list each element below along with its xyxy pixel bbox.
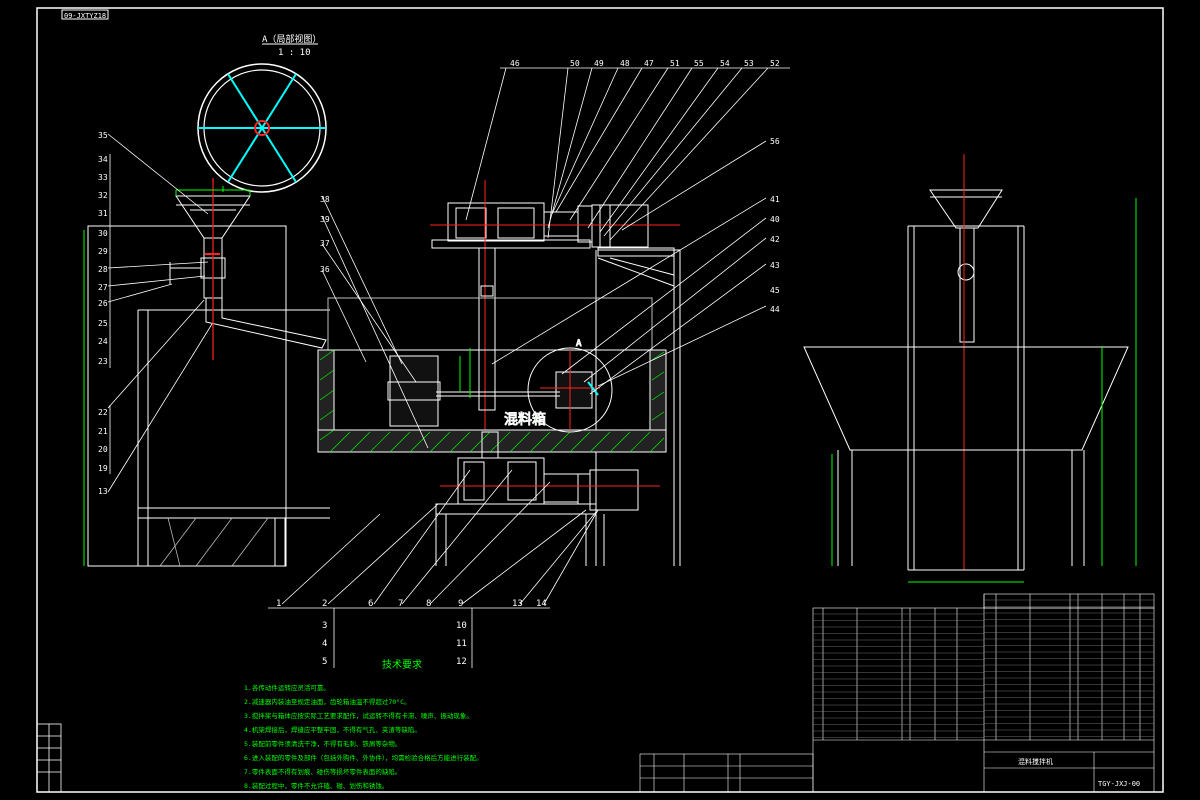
balloon-10: 10 bbox=[456, 621, 467, 631]
corner-code-box bbox=[61, 9, 109, 20]
leader-lines bbox=[107, 67, 769, 605]
top-drive-assembly bbox=[430, 180, 681, 566]
tech-note-2: 2.减速器内装油至规定油面，齿轮箱油温不得超过70°C。 bbox=[244, 697, 410, 706]
machine-name: 混料搅拌机 bbox=[1018, 757, 1053, 766]
balloon-7: 7 bbox=[398, 599, 403, 609]
balloon-2: 2 bbox=[322, 599, 327, 609]
balloons-left: 35 34 33 32 31 30 29 28 27 26 25 24 23 2… bbox=[98, 131, 111, 496]
balloon-13b: 13 bbox=[512, 599, 523, 609]
balloon-30: 30 bbox=[98, 229, 108, 238]
balloon-5: 5 bbox=[322, 657, 327, 667]
tech-note-4: 4.机架焊接后，焊缝应平整牢固，不得有气孔、夹渣等缺陷。 bbox=[244, 725, 421, 734]
balloon-52: 52 bbox=[770, 59, 780, 68]
detail-view-a: A（局部视图） 1 : 10 bbox=[197, 33, 327, 193]
balloon-54: 54 bbox=[720, 59, 730, 68]
tech-note-5: 5.装配前零件须清洗干净，不得有毛刺、铁屑等杂物。 bbox=[244, 739, 401, 748]
tech-note-3: 3.搅拌桨与箱体应按实际工艺要求配作，试运转不得有卡滞、噪声、振动现象。 bbox=[244, 711, 473, 720]
balloon-42: 42 bbox=[770, 235, 780, 244]
balloons-center: 38 39 37 36 bbox=[320, 195, 330, 274]
balloons-top: 46 50 49 48 47 51 55 54 53 52 bbox=[500, 59, 790, 69]
tech-note-7: 7.零件表面不得有划痕、碰伤等损坏零件表面的缺陷。 bbox=[244, 767, 401, 776]
balloon-26: 26 bbox=[98, 299, 108, 308]
parts-list-rows bbox=[813, 599, 1154, 738]
balloon-8: 8 bbox=[426, 599, 431, 609]
balloon-31: 31 bbox=[98, 209, 108, 218]
balloon-21: 21 bbox=[98, 427, 108, 436]
balloon-44: 44 bbox=[770, 305, 780, 314]
balloon-20: 20 bbox=[98, 445, 108, 454]
balloon-56: 56 bbox=[770, 137, 780, 146]
balloon-50: 50 bbox=[570, 59, 580, 68]
balloon-13: 13 bbox=[98, 487, 108, 496]
tech-note-1: 1.各传动件运转应灵活可靠。 bbox=[244, 683, 330, 692]
revision-block bbox=[36, 723, 62, 793]
balloon-14: 14 bbox=[536, 599, 547, 609]
balloon-37: 37 bbox=[320, 239, 330, 248]
tech-requirements: 技术要求 1.各传动件运转应灵活可靠。 2.减速器内装油至规定油面，齿轮箱油温不… bbox=[244, 658, 483, 790]
balloon-25: 25 bbox=[98, 319, 108, 328]
bottom-drive-assembly bbox=[435, 431, 660, 566]
balloon-19: 19 bbox=[98, 464, 108, 473]
balloon-48: 48 bbox=[620, 59, 630, 68]
balloon-23: 23 bbox=[98, 357, 108, 366]
balloon-35: 35 bbox=[98, 131, 108, 140]
balloon-33: 33 bbox=[98, 173, 108, 182]
balloon-41: 41 bbox=[770, 195, 780, 204]
balloons-right: 56 41 40 42 43 45 44 bbox=[770, 137, 780, 314]
balloon-11: 11 bbox=[456, 639, 467, 649]
balloon-32: 32 bbox=[98, 191, 108, 200]
tech-title: 技术要求 bbox=[382, 658, 422, 671]
detail-title: A（局部视图） bbox=[262, 33, 321, 45]
tech-note-8: 8.装配过程中，零件不允许磕、碰、划伤和锈蚀。 bbox=[244, 781, 388, 790]
balloons-bottom: 1 2 6 7 8 9 13 14 3 4 5 10 11 12 bbox=[268, 599, 550, 668]
balloon-34: 34 bbox=[98, 155, 108, 164]
balloon-53: 53 bbox=[744, 59, 754, 68]
balloon-43: 43 bbox=[770, 261, 780, 270]
balloon-27: 27 bbox=[98, 283, 108, 292]
outer-border bbox=[36, 7, 1164, 793]
balloon-49: 49 bbox=[594, 59, 604, 68]
balloon-29: 29 bbox=[98, 247, 108, 256]
balloon-36: 36 bbox=[320, 265, 330, 274]
balloon-55: 55 bbox=[694, 59, 704, 68]
balloon-12: 12 bbox=[456, 657, 467, 667]
balloon-22: 22 bbox=[98, 408, 108, 417]
label-a: A bbox=[576, 339, 582, 349]
title-block bbox=[639, 593, 1155, 793]
balloon-51: 51 bbox=[670, 59, 680, 68]
mixing-box: 混料箱 A bbox=[317, 297, 667, 453]
mixing-box-label: 混料箱 bbox=[504, 412, 546, 428]
balloon-24: 24 bbox=[98, 337, 108, 346]
balloon-46: 46 bbox=[510, 59, 520, 68]
detail-scale: 1 : 10 bbox=[278, 48, 311, 58]
balloon-28: 28 bbox=[98, 265, 108, 274]
balloon-9: 9 bbox=[458, 599, 463, 609]
balloon-4: 4 bbox=[322, 639, 327, 649]
balloon-45: 45 bbox=[770, 286, 780, 295]
tech-note-6: 6.进入装配的零件及部件（包括外购件、外协件），均需检验合格后方能进行装配。 bbox=[244, 753, 483, 762]
balloon-38: 38 bbox=[320, 195, 330, 204]
balloon-1: 1 bbox=[276, 599, 281, 609]
balloon-6: 6 bbox=[368, 599, 373, 609]
balloon-47: 47 bbox=[644, 59, 654, 68]
drawing-code: TGY-JXJ-00 bbox=[1098, 780, 1140, 788]
balloon-39: 39 bbox=[320, 215, 330, 224]
side-view bbox=[803, 154, 1137, 583]
balloon-3: 3 bbox=[322, 621, 327, 631]
balloon-40: 40 bbox=[770, 215, 780, 224]
corner-code: 09-JXTYZ18 bbox=[64, 12, 106, 20]
feeder-assembly bbox=[83, 178, 330, 567]
